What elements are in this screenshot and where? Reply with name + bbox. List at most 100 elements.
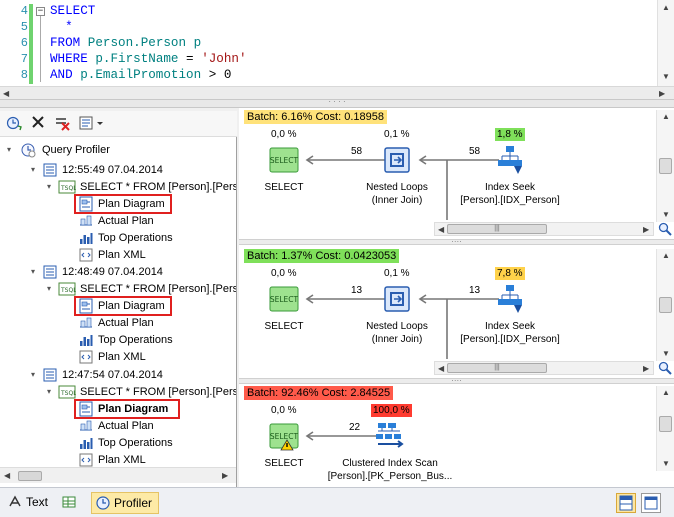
- collapse-arrow-icon[interactable]: ▾: [30, 165, 35, 174]
- editor-horizontal-scrollbar[interactable]: ◀ ▶: [0, 86, 674, 99]
- tree-item-top-operations[interactable]: Top Operations: [0, 332, 236, 348]
- scrollbar-thumb[interactable]: [659, 297, 672, 313]
- tree-session[interactable]: ▾12:47:54 07.04.2014: [0, 367, 236, 383]
- zoom-icon[interactable]: [658, 361, 672, 375]
- text-tab[interactable]: Text: [4, 492, 54, 514]
- plan-operator-node[interactable]: 0,1 %Nested Loops(Inner Join): [334, 265, 474, 351]
- editor-vertical-scrollbar[interactable]: ▲ ▼: [657, 0, 674, 86]
- tree-item-actual-plan[interactable]: Actual Plan: [0, 213, 236, 229]
- scrollbar-thumb[interactable]: |||: [447, 224, 547, 234]
- scrollbar-thumb[interactable]: |||: [447, 363, 547, 373]
- plan-operator-node[interactable]: 0,1 %Nested Loops(Inner Join): [334, 126, 474, 212]
- collapse-arrow-icon[interactable]: ▾: [30, 267, 35, 276]
- collapse-arrow-icon[interactable]: ▾: [30, 370, 35, 379]
- scroll-down-arrow-icon[interactable]: ▼: [662, 72, 670, 81]
- scroll-left-arrow-icon[interactable]: ◀: [438, 364, 445, 373]
- plan-horizontal-scrollbar[interactable]: ◀||| ▶: [434, 222, 654, 236]
- code-line[interactable]: WHERE p.FirstName = 'John': [50, 52, 247, 66]
- nested-loops-icon[interactable]: [381, 144, 413, 176]
- select-icon[interactable]: SELECT: [268, 144, 300, 176]
- refresh-profile-button[interactable]: [4, 115, 24, 133]
- layout-single-button[interactable]: [641, 493, 661, 513]
- plan-operator-node[interactable]: 7,8 %Index Seek[Person].[IDX_Person]: [447, 265, 587, 351]
- sql-editor[interactable]: 4 5 6 7 8 9 − SELECT *FROM Person.Person…: [0, 0, 674, 100]
- line-number: 5: [20, 20, 28, 34]
- collapse-toggle-icon[interactable]: −: [36, 6, 45, 16]
- plan-vertical-scrollbar[interactable]: ▲▼: [656, 386, 674, 471]
- tree-item-plan-xml[interactable]: Plan XML: [0, 247, 236, 263]
- plan-operator-node[interactable]: 1,8 %Index Seek[Person].[IDX_Person]: [447, 126, 587, 212]
- cost-percent-label: 100,0 %: [371, 404, 412, 417]
- scroll-down-arrow-icon[interactable]: ▼: [662, 210, 670, 219]
- scroll-right-arrow-icon[interactable]: ▶: [659, 89, 666, 98]
- profiler-tab[interactable]: Profiler: [91, 492, 160, 514]
- tree-item-top-operations[interactable]: Top Operations: [0, 230, 236, 246]
- scrollbar-thumb[interactable]: [659, 158, 672, 174]
- tree-item-actual-plan[interactable]: Actual Plan: [0, 418, 236, 434]
- plan-splitter[interactable]: ····: [239, 238, 674, 246]
- scroll-down-arrow-icon[interactable]: ▼: [662, 349, 670, 358]
- collapse-arrow-icon[interactable]: ▾: [46, 387, 51, 396]
- scroll-left-arrow-icon[interactable]: ◀: [3, 89, 10, 98]
- close-button[interactable]: [28, 115, 48, 133]
- plan-splitter[interactable]: ····: [239, 377, 674, 385]
- scroll-up-arrow-icon[interactable]: ▲: [662, 251, 670, 260]
- tree-item-plan-xml[interactable]: Plan XML: [0, 349, 236, 365]
- tree-session[interactable]: ▾12:48:49 07.04.2014: [0, 264, 236, 280]
- plan-vertical-scrollbar[interactable]: ▲▼: [656, 110, 674, 222]
- scroll-up-arrow-icon[interactable]: ▲: [662, 3, 670, 12]
- plan-operator-node[interactable]: 100,0 %Clustered Index Scan[Person].[PK_…: [327, 402, 467, 488]
- scroll-left-arrow-icon[interactable]: ◀: [438, 225, 445, 234]
- collapse-arrow-icon[interactable]: ▾: [6, 145, 11, 154]
- scroll-up-arrow-icon[interactable]: ▲: [662, 388, 670, 397]
- code-line[interactable]: SELECT: [50, 4, 95, 18]
- select-warning-icon[interactable]: SELECT: [268, 420, 300, 452]
- scroll-right-arrow-icon[interactable]: ▶: [643, 225, 650, 234]
- plan-horizontal-scrollbar[interactable]: ◀||| ▶: [434, 361, 654, 375]
- code-line[interactable]: *: [50, 20, 73, 34]
- collapse-arrow-icon[interactable]: ▾: [46, 284, 51, 293]
- scroll-right-arrow-icon[interactable]: ▶: [643, 364, 650, 373]
- scrollbar-thumb[interactable]: [659, 416, 672, 432]
- scroll-left-arrow-icon[interactable]: ◀: [4, 471, 11, 480]
- tree-root-query-profiler[interactable]: ▾Query Profiler: [0, 142, 230, 158]
- tree-item-plan-xml[interactable]: Plan XML: [0, 452, 236, 468]
- operator-name: Clustered Index Scan: [342, 458, 438, 469]
- scroll-up-arrow-icon[interactable]: ▲: [662, 112, 670, 121]
- tree-session[interactable]: ▾12:55:49 07.04.2014: [0, 162, 236, 178]
- scroll-down-arrow-icon[interactable]: ▼: [662, 459, 670, 468]
- clustered-index-scan-icon[interactable]: [374, 420, 406, 452]
- tree-item-plan-diagram[interactable]: Plan Diagram: [0, 194, 236, 214]
- tree-item-plan-diagram[interactable]: Plan Diagram: [0, 399, 236, 419]
- tree-horizontal-scrollbar[interactable]: ◀ ▶: [0, 467, 236, 483]
- tree-item-plan-diagram[interactable]: Plan Diagram: [0, 296, 236, 316]
- view-options-dropdown[interactable]: [76, 115, 106, 133]
- scroll-right-arrow-icon[interactable]: ▶: [222, 471, 229, 480]
- plan-vertical-scrollbar[interactable]: ▲▼: [656, 249, 674, 361]
- index-seek-icon[interactable]: [494, 283, 526, 315]
- scrollbar-thumb[interactable]: [18, 471, 42, 481]
- editor-splitter[interactable]: · · · ·: [0, 98, 674, 108]
- layout-split-button[interactable]: [616, 493, 636, 513]
- delete-all-button[interactable]: [52, 115, 72, 133]
- tree-item-actual-plan[interactable]: Actual Plan: [0, 315, 236, 331]
- index-seek-icon[interactable]: [494, 144, 526, 176]
- select-icon[interactable]: SELECT: [268, 283, 300, 315]
- code-line[interactable]: FROM Person.Person p: [50, 36, 201, 50]
- code-line[interactable]: AND p.EmailPromotion > 0: [50, 68, 231, 82]
- tree-item-top-operations[interactable]: Top Operations: [0, 435, 236, 451]
- zoom-icon[interactable]: [658, 222, 672, 236]
- query-text: SELECT * FROM [Person].[Pers: [80, 181, 236, 193]
- results-tab[interactable]: [58, 492, 82, 514]
- collapse-arrow-icon[interactable]: ▾: [46, 182, 51, 191]
- nested-loops-icon[interactable]: [381, 283, 413, 315]
